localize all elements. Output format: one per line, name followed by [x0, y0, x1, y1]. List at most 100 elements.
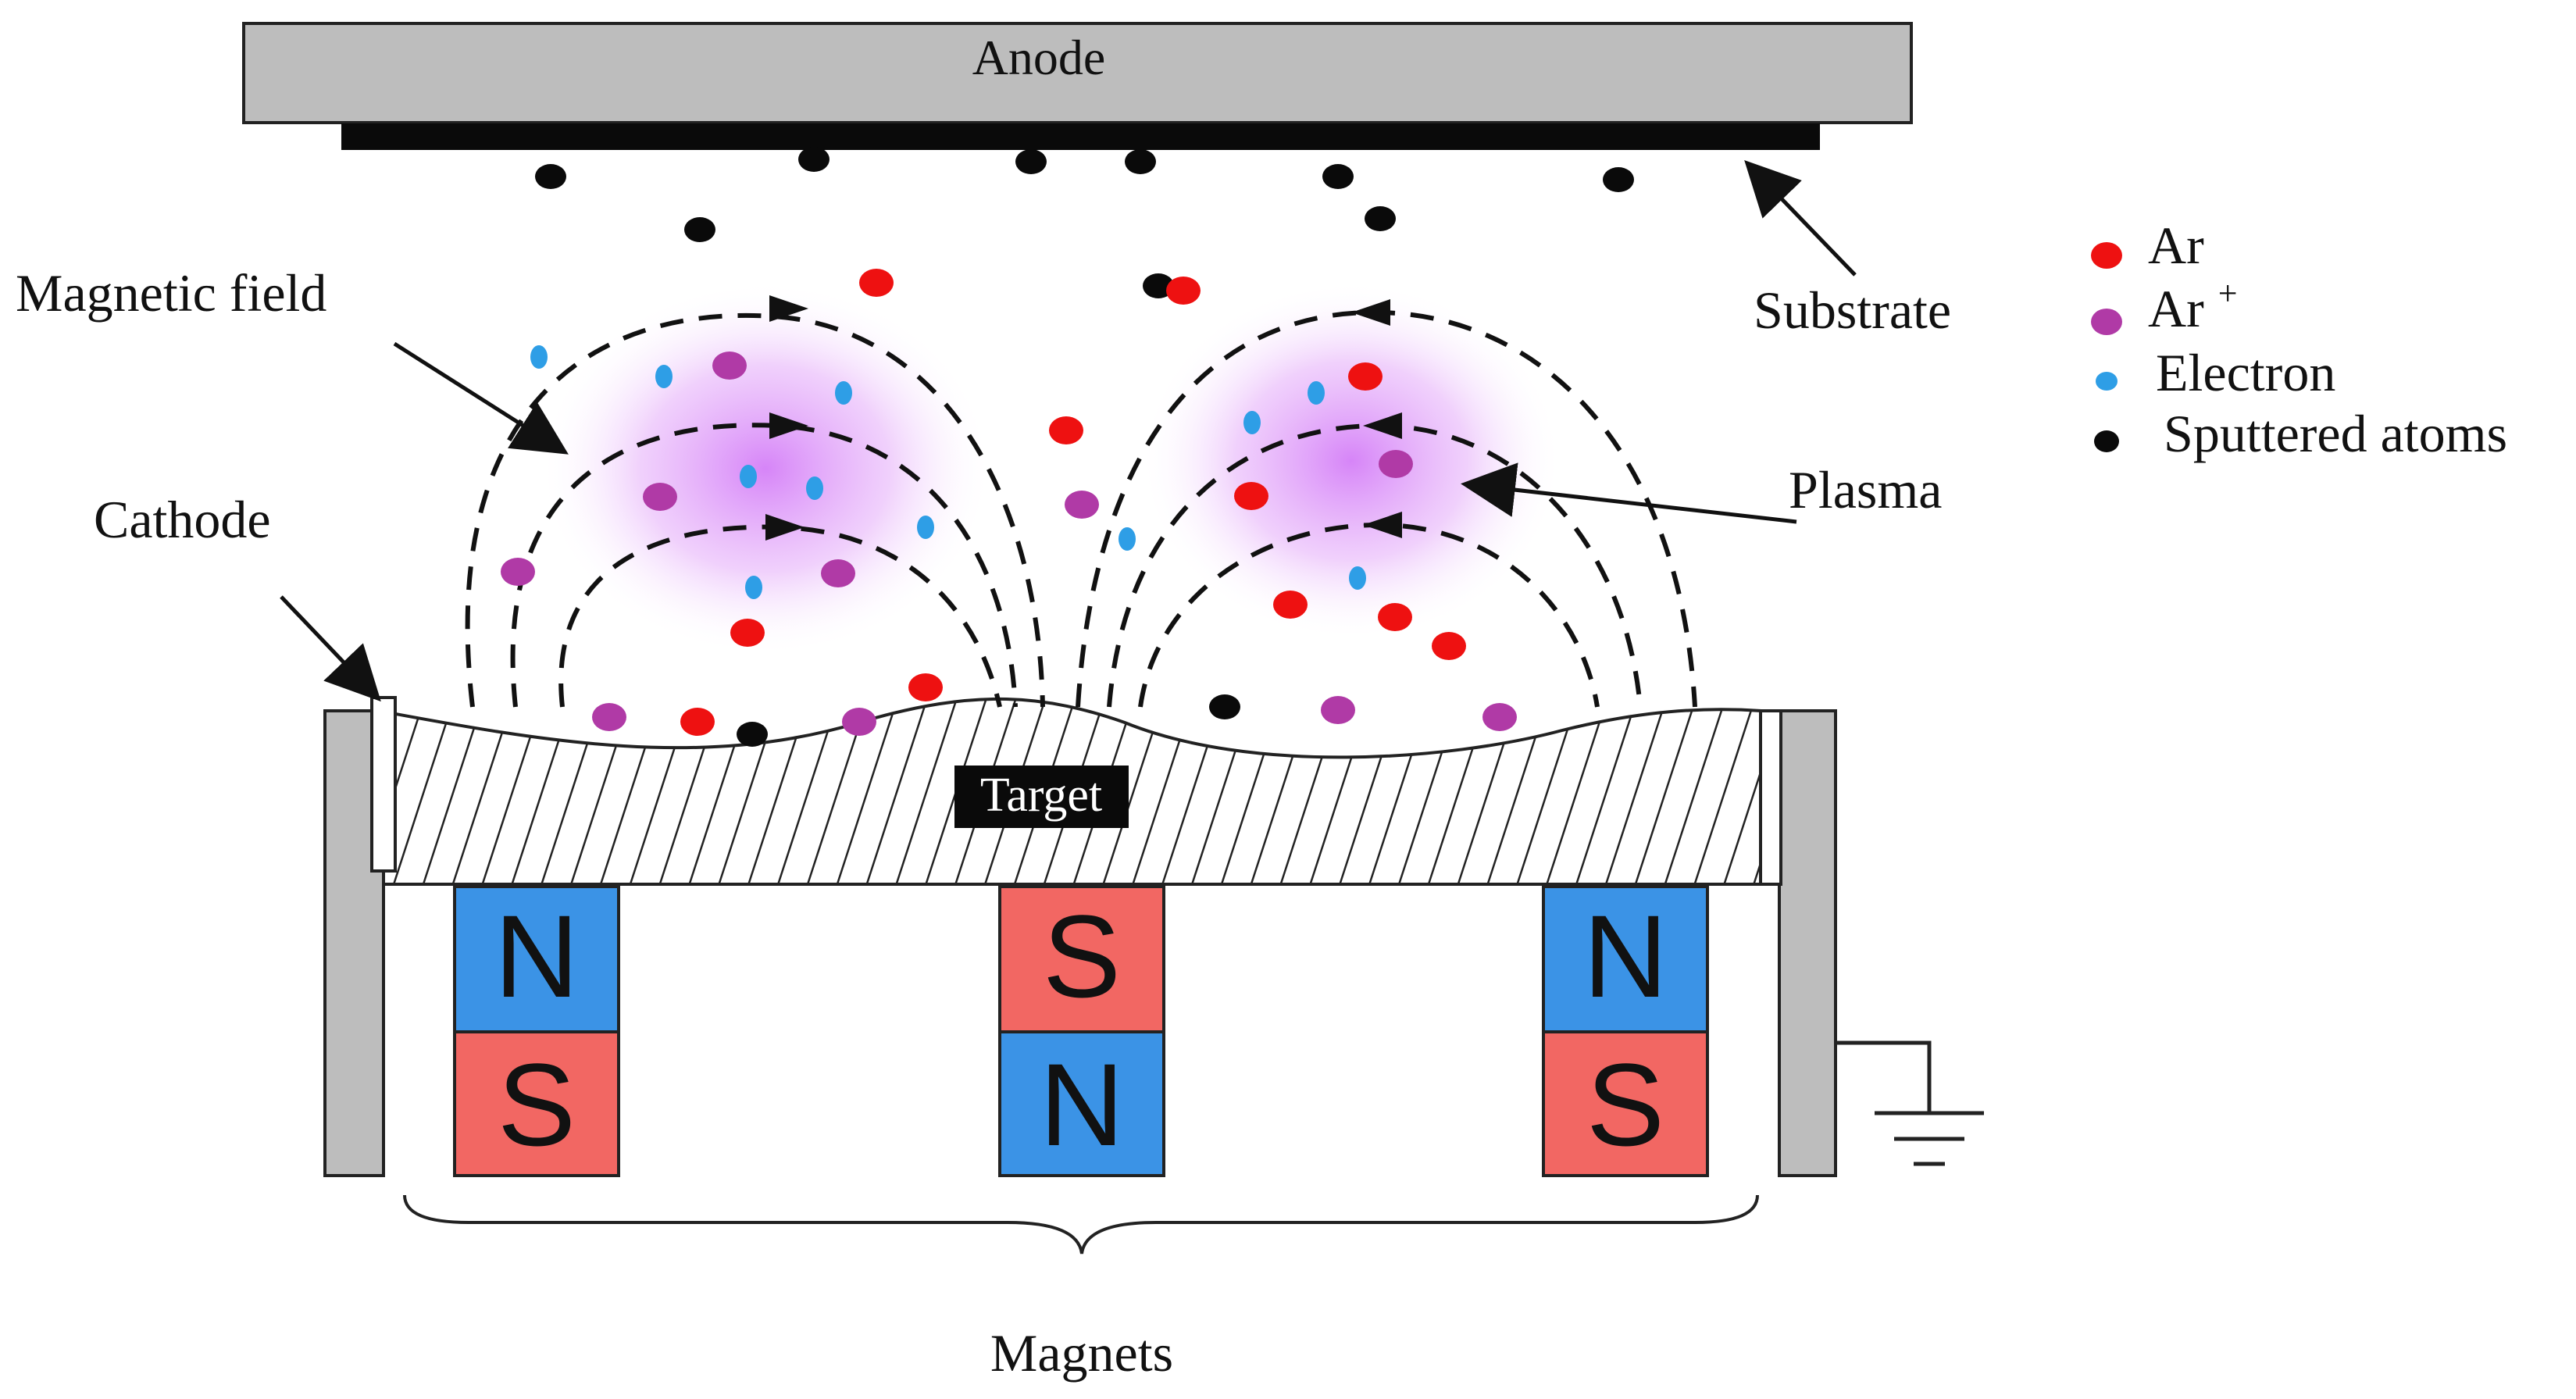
legend-ar-plus-swatch	[2091, 309, 2122, 335]
electron	[917, 516, 934, 539]
magnet-center-bottom-pole: N	[1040, 1039, 1124, 1170]
argon-atom	[730, 619, 765, 647]
magnet-right-top	[1542, 885, 1709, 1033]
magnet-center-top-pole: S	[1043, 890, 1121, 1022]
magnet-right-bottom-pole: S	[1586, 1039, 1664, 1170]
field-arrow-icon	[765, 514, 805, 541]
electrons	[530, 345, 1366, 599]
argon-ion	[501, 558, 535, 586]
right-wall	[1778, 709, 1837, 1177]
field-arrow-icon	[1351, 299, 1390, 326]
legend-sputtered-label: Sputtered atoms	[2164, 404, 2507, 463]
substrate-label: Substrate	[1754, 280, 1951, 340]
argon-atom	[1273, 591, 1308, 619]
target-label-box	[954, 766, 1129, 828]
field-arrow-icon	[1363, 412, 1402, 439]
cathode-terminal	[370, 696, 397, 873]
argon-ions	[501, 352, 1517, 736]
sputtered-atoms	[535, 147, 1634, 747]
electron	[1243, 411, 1261, 434]
electron	[745, 576, 762, 599]
plasma-glow-right	[1140, 281, 1562, 641]
magnet-center: S N	[998, 885, 1165, 1177]
argon-atom	[1166, 277, 1201, 305]
argon-atom	[1378, 603, 1412, 631]
field-line-left-outer	[465, 312, 1045, 708]
sputtered-atom	[684, 217, 715, 242]
magnets-label: Magnets	[990, 1323, 1173, 1383]
argon-ion	[712, 352, 747, 380]
magnet-left-bottom-pole: S	[498, 1039, 576, 1170]
field-arrow-icon	[769, 295, 808, 322]
argon-ion	[1379, 450, 1413, 478]
argon-atom	[1348, 362, 1383, 391]
cathode-label: Cathode	[94, 490, 271, 549]
argon-atom	[1432, 632, 1466, 660]
magnet-left-top-pole: N	[494, 890, 579, 1022]
argon-atom	[859, 269, 894, 297]
argon-ion	[842, 708, 876, 736]
electron	[1119, 527, 1136, 551]
magnet-right-bottom	[1542, 1030, 1709, 1177]
argon-ion	[1065, 491, 1099, 519]
substrate-arrow	[1744, 159, 1857, 277]
right-insulator	[1759, 709, 1782, 886]
sputtered-atom	[1015, 149, 1047, 174]
cathode-arrow	[280, 595, 381, 702]
sputtered-atom	[1365, 206, 1396, 231]
argon-atom	[1234, 482, 1268, 510]
magnet-center-bottom	[998, 1030, 1165, 1177]
magnets-brace	[403, 1194, 1759, 1254]
legend: Ar Ar + Electron Sputtered atoms	[2091, 216, 2507, 463]
magnet-left-top	[453, 885, 620, 1033]
field-arrow-icon	[1363, 512, 1402, 538]
plasma-arrow	[1461, 462, 1797, 524]
argon-ion	[1321, 696, 1355, 724]
field-arrow-icon	[769, 412, 808, 439]
callout-arrows	[280, 159, 1857, 702]
plasma-glow-left	[539, 281, 992, 656]
field-line-right-outer	[1076, 309, 1697, 708]
sputtered-atom	[535, 164, 566, 189]
magnetic-field-arrow	[393, 341, 569, 455]
electron	[835, 381, 852, 405]
legend-ar-label: Ar	[2148, 216, 2204, 275]
magnet-left-bottom	[453, 1030, 620, 1177]
target-label: Target	[980, 769, 1102, 822]
legend-electron-swatch	[2096, 372, 2118, 391]
legend-ar-plus-text: Ar	[2148, 279, 2204, 338]
electron	[1349, 566, 1366, 590]
magnet-left: N S	[453, 885, 620, 1177]
argon-atoms	[680, 269, 1466, 736]
sputtered-atom	[737, 722, 768, 747]
legend-electron-label: Electron	[2156, 343, 2335, 402]
electron	[740, 465, 757, 488]
argon-ion	[592, 703, 626, 731]
magnet-right-top-pole: N	[1583, 890, 1668, 1022]
sputtered-atom	[1209, 694, 1240, 719]
argon-ion	[643, 483, 677, 511]
magnet-right: N S	[1542, 885, 1709, 1177]
electron	[530, 345, 548, 369]
magnet-center-top	[998, 885, 1165, 1033]
electron	[806, 476, 823, 500]
argon-atom	[1049, 416, 1083, 444]
sputtered-atom	[1322, 164, 1354, 189]
legend-ar-swatch	[2091, 242, 2122, 269]
ground-icon	[1837, 1040, 1984, 1166]
legend-sputtered-swatch	[2094, 430, 2119, 452]
sputtered-atom	[798, 147, 830, 172]
legend-ar-plus-label: Ar +	[2148, 274, 2238, 338]
electron	[1308, 381, 1325, 405]
argon-ion	[821, 559, 855, 587]
substrate	[341, 123, 1820, 150]
anode-label: Anode	[972, 30, 1106, 85]
sputtered-atom	[1143, 273, 1174, 298]
field-line-left-middle	[510, 423, 1018, 708]
argon-atom	[680, 708, 715, 736]
argon-ion	[1482, 703, 1517, 731]
argon-atom	[908, 673, 943, 701]
electron	[655, 365, 673, 388]
legend-ar-plus-sup: +	[2218, 274, 2238, 312]
